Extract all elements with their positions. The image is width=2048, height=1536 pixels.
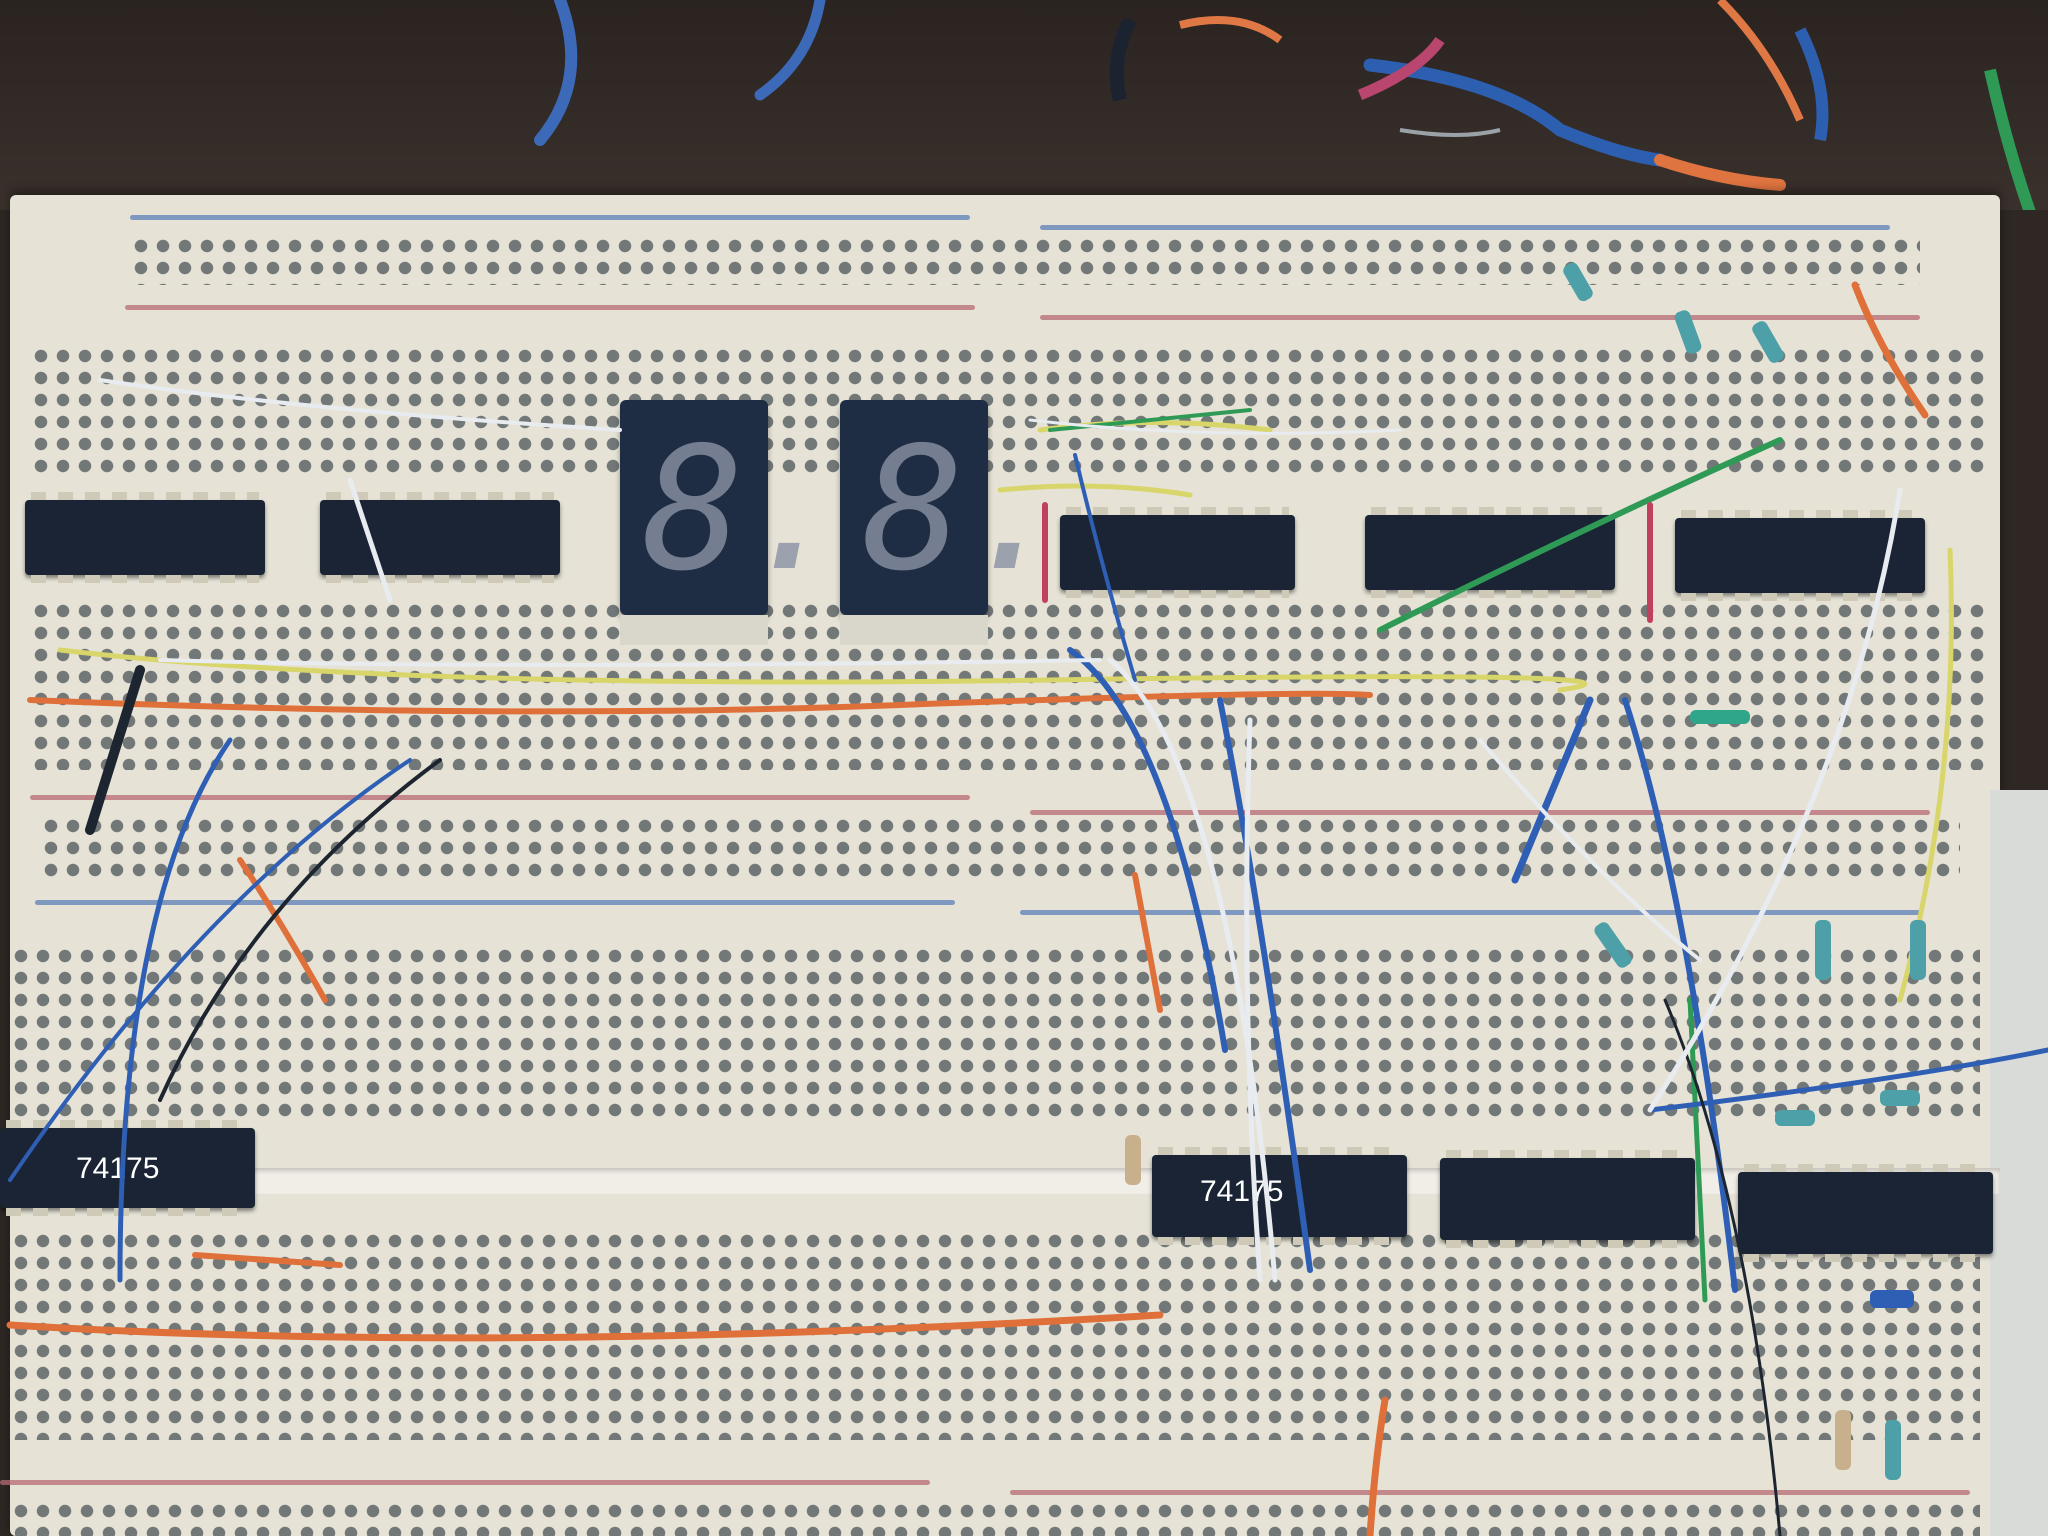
loose-wires-pile [534, 0, 2036, 210]
ic-upper-1 [25, 492, 265, 583]
rail-blue-mid-left [35, 900, 955, 905]
holes-lower-terminal-a [10, 945, 1980, 1125]
chip-label-left: 74175 [76, 1152, 160, 1185]
rail-red-mid-right [1030, 810, 1930, 815]
rail-blue-mid-right [1020, 910, 1920, 915]
holes-top-rail [130, 235, 1920, 285]
holes-upper-terminal-b [30, 600, 1990, 770]
ic-upper-2 [320, 492, 560, 583]
ic-lower-4 [1738, 1164, 1993, 1262]
rail-blue-top-right [1040, 225, 1890, 230]
rail-red-bottom-right [1010, 1490, 1970, 1495]
holes-bottom-rail [10, 1500, 1980, 1536]
resistors [1125, 262, 1926, 1480]
rail-blue-top-left [130, 215, 970, 220]
rail-red-mid-left [30, 795, 970, 800]
ic-74175-middle: 74175 [1152, 1147, 1407, 1245]
rail-red-top-left [125, 305, 975, 310]
rail-red-top-right [1040, 315, 1920, 320]
rail-red-bottom-left [0, 1480, 930, 1485]
breadboard-edge [1990, 790, 2048, 1536]
ic-lower-3 [1440, 1150, 1695, 1248]
